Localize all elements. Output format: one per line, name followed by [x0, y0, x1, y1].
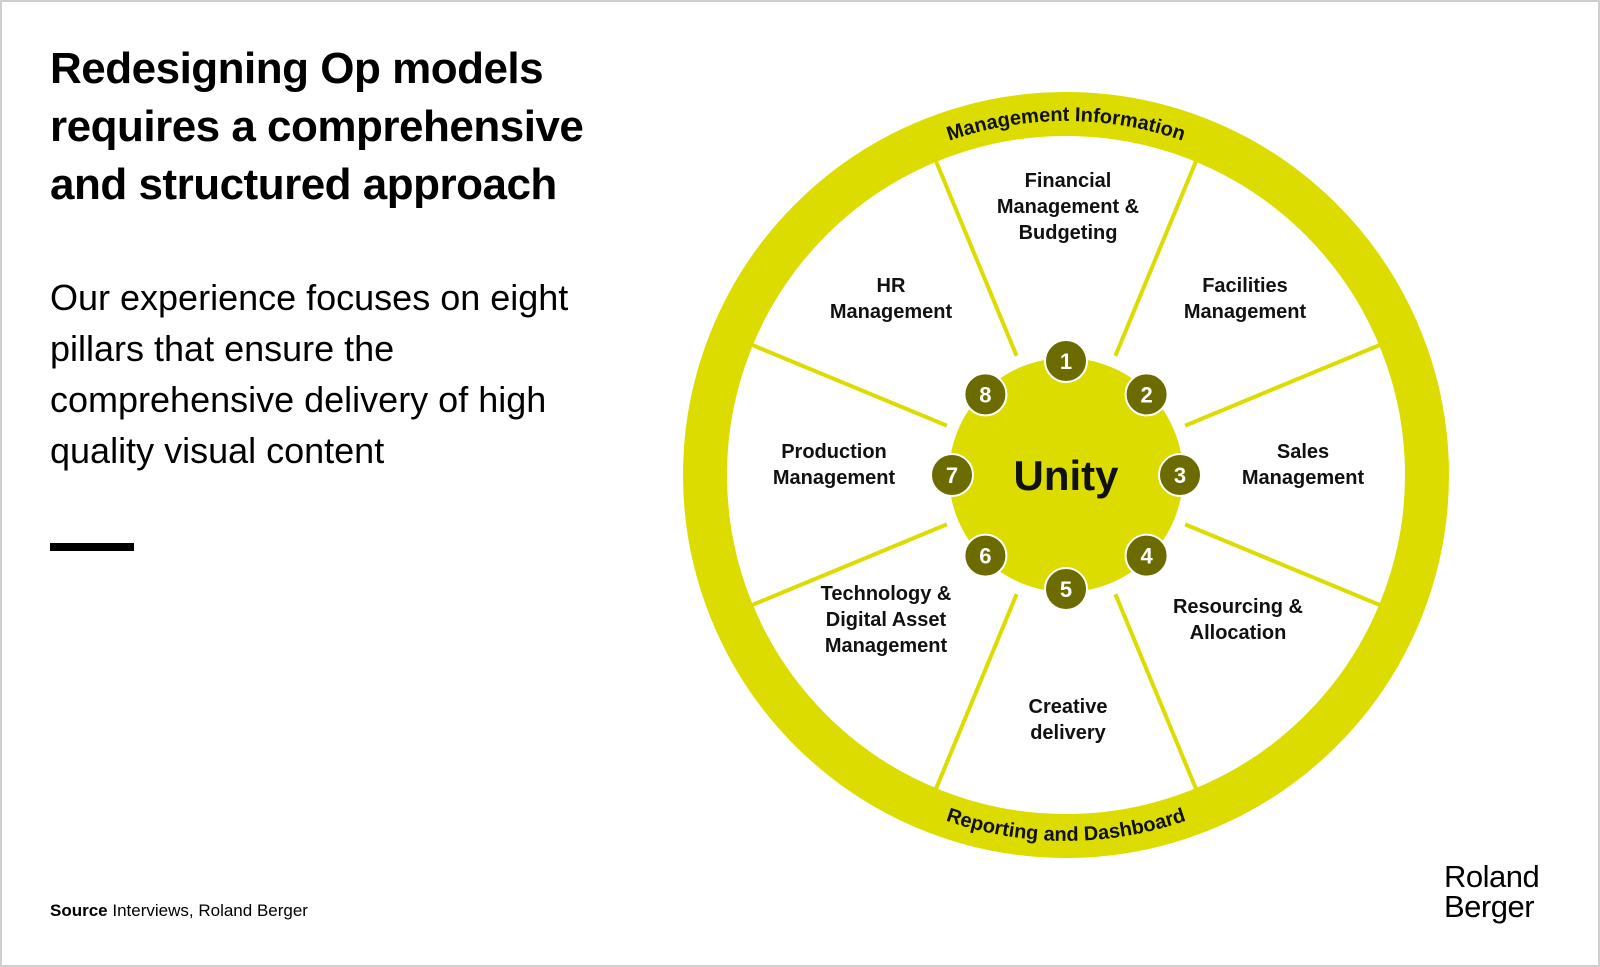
pillar-label-line: Technology &: [821, 583, 952, 605]
spoke-line: [750, 342, 948, 428]
pillar-number-text: 4: [1140, 544, 1153, 569]
pillar-number-badge: [963, 533, 1008, 578]
logo-line-2: Berger: [1444, 889, 1535, 924]
pillar-label-line: Management &: [997, 196, 1139, 218]
source-text: Interviews, Roland Berger: [112, 901, 308, 920]
center-label: Unity: [1014, 452, 1120, 499]
pillar-number-text: 5: [1060, 577, 1072, 602]
pillar-number-badge: [1044, 339, 1088, 383]
spoke-line: [933, 593, 1019, 791]
spoke-line: [1184, 342, 1382, 428]
title-underline: [50, 543, 134, 551]
spoke-line: [1113, 159, 1199, 357]
pillar-label-line: Financial: [1025, 170, 1112, 192]
pillar-label-line: Management: [830, 301, 953, 323]
pillar-label-line: Management: [1242, 467, 1365, 489]
slide-title: Redesigning Op models requires a compreh…: [50, 44, 584, 209]
outer-ring: [683, 92, 1449, 858]
pillar-number-badge: [963, 372, 1008, 417]
logo-line-1: Roland: [1444, 859, 1540, 894]
spokes-group: [750, 159, 1382, 791]
pillar-number-badge: [1124, 372, 1169, 417]
pillar-label-line: Management: [1184, 301, 1307, 323]
spoke-line: [1184, 522, 1382, 608]
pillar-label-line: Management: [825, 635, 948, 657]
badges-group: 1 2 3 4 5 6 7 8: [930, 339, 1202, 611]
pillar-label-line: Resourcing &: [1173, 596, 1303, 618]
spoke-line: [1113, 593, 1199, 791]
pillar-label-line: HR: [877, 275, 906, 297]
pillar-label-line: Creative: [1029, 696, 1108, 718]
slide-subtitle: Our experience focuses on eight pillars …: [50, 277, 569, 471]
pillar-number-badge: [1044, 567, 1088, 611]
pillar-number-text: 7: [946, 463, 958, 488]
pillar-number-text: 3: [1174, 463, 1186, 488]
center-hub: [949, 358, 1183, 592]
pillar-label: Resourcing & Allocation: [1173, 596, 1303, 644]
pillar-label-line: Sales: [1277, 441, 1329, 463]
pillar-number-text: 8: [979, 382, 991, 407]
pillar-label-line: delivery: [1030, 722, 1106, 744]
pillar-number-badge: [930, 453, 974, 497]
source-label: Source: [50, 901, 108, 920]
pillar-label-line: Digital Asset: [826, 609, 947, 631]
roland-berger-logo: Roland Berger: [1444, 859, 1540, 924]
pillar-number-text: 6: [979, 544, 991, 569]
pillar-label-line: Production: [781, 441, 887, 463]
pillar-label: Creative delivery: [1029, 696, 1108, 744]
pillar-number-badge: [1124, 533, 1169, 578]
pillar-label-line: Budgeting: [1019, 222, 1118, 244]
pillar-number-text: 1: [1060, 349, 1072, 374]
source-note: Source Interviews, Roland Berger: [50, 901, 308, 921]
pillar-label-line: Allocation: [1190, 622, 1287, 644]
pillar-label: HR Management: [830, 275, 953, 323]
spoke-line: [933, 159, 1019, 357]
pillar-number-badge: [1158, 453, 1202, 497]
pillar-number-text: 2: [1140, 382, 1152, 407]
spoke-line: [750, 522, 948, 608]
pillar-label-line: Facilities: [1202, 275, 1288, 297]
pillar-label-line: Management: [773, 467, 896, 489]
